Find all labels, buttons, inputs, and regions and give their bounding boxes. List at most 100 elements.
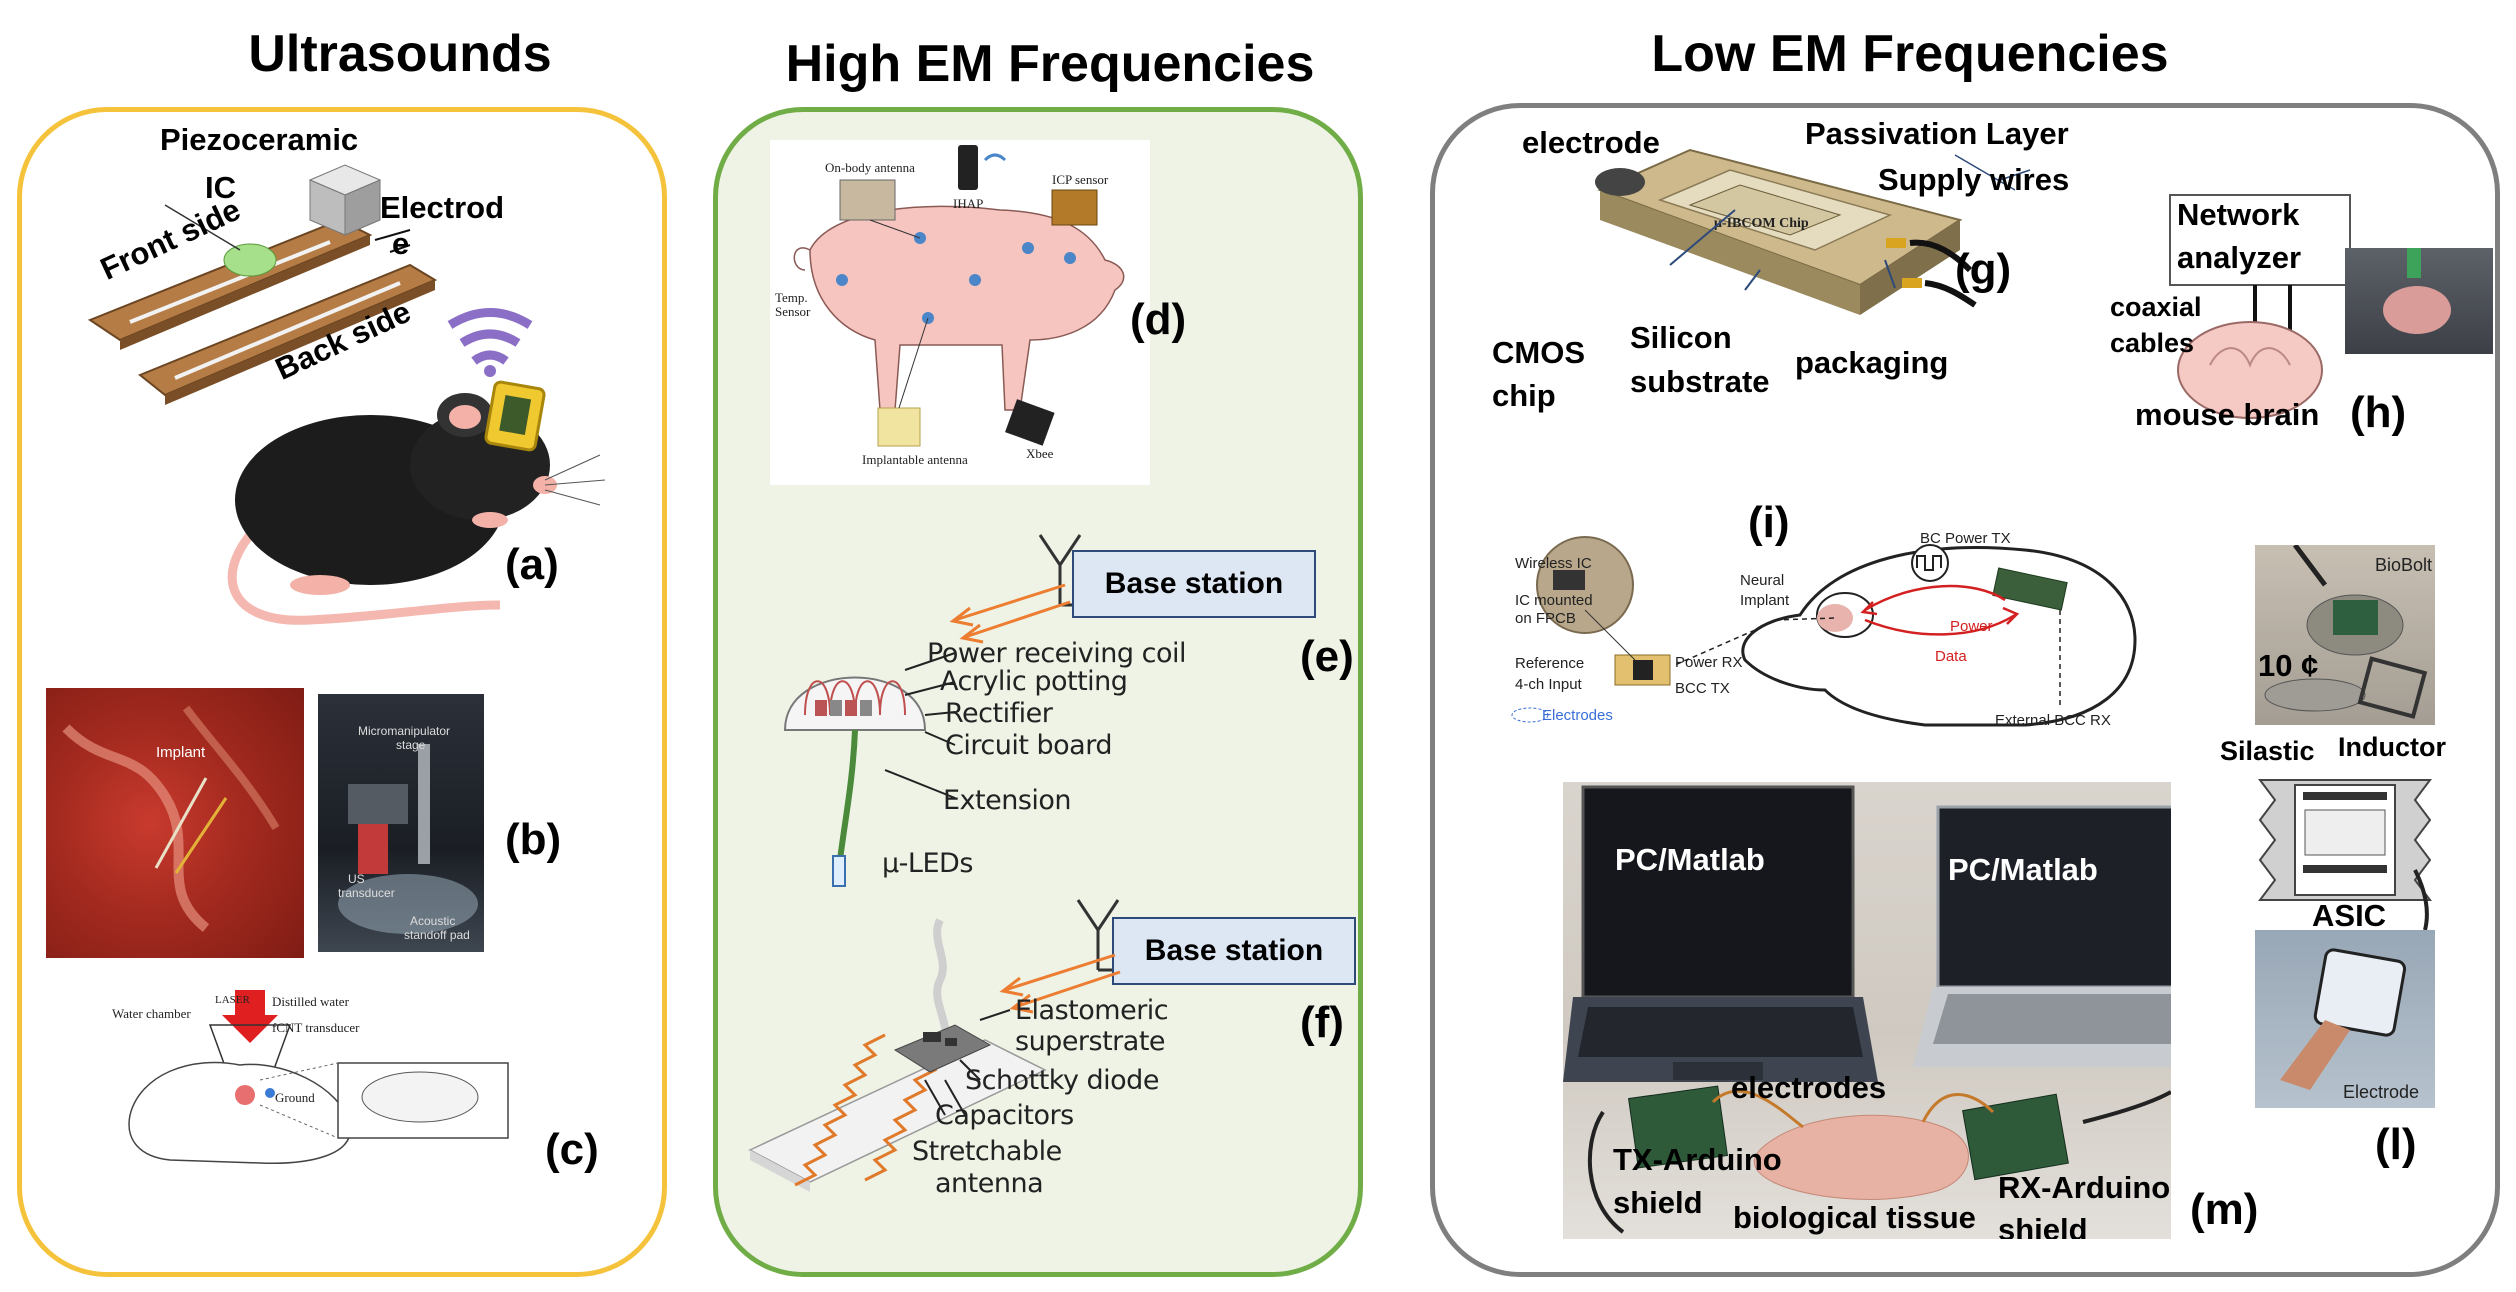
electrodes-legend-label: Electrodes bbox=[1542, 707, 1613, 724]
bcc-tx-label: BCC TX bbox=[1675, 680, 1730, 697]
wireless-ic-label: Wireless IC bbox=[1515, 555, 1592, 572]
panel-a-label: (a) bbox=[505, 540, 559, 589]
mouse-brain-label: mouse brain bbox=[2135, 397, 2320, 432]
rx-arduino-label-2: shield bbox=[1998, 1212, 2088, 1239]
elastomeric-label-1: Elastomeric bbox=[1015, 995, 1169, 1026]
callout-lines-f bbox=[924, 1009, 1011, 1116]
panel-l-label: (l) bbox=[2375, 1120, 2417, 1169]
temp-sensor-label-2: Sensor bbox=[775, 304, 811, 319]
cmos-label-2: chip bbox=[1492, 378, 1556, 413]
xbee-label: Xbee bbox=[1026, 446, 1054, 461]
elastomeric-label-2: superstrate bbox=[1015, 1026, 1166, 1057]
icp-sensor-label: ICP sensor bbox=[1052, 172, 1109, 187]
callout-lines-e bbox=[884, 652, 956, 799]
ultrasound-setup-photo: Micromanipulator stage US transducer Aco… bbox=[318, 694, 484, 952]
implant-photo-label: Implant bbox=[156, 744, 206, 761]
tx-arduino-label-2: shield bbox=[1613, 1185, 1703, 1220]
ic-mounted-label-2: on FPCB bbox=[1515, 610, 1576, 627]
power-rx-label: Power RX bbox=[1675, 654, 1743, 671]
on-body-antenna-label: On-body antenna bbox=[825, 160, 915, 175]
laser-mouse-illustration bbox=[128, 990, 509, 1164]
extension-label: Extension bbox=[943, 785, 1072, 816]
panel-g-label: (g) bbox=[1955, 245, 2012, 294]
biobolt-cross-section bbox=[2258, 779, 2432, 931]
distilled-water-label: Distilled water bbox=[272, 994, 349, 1009]
stretchable-label-1: Stretchable bbox=[912, 1136, 1062, 1167]
tx-arduino-label-1: TX-Arduino bbox=[1613, 1142, 1782, 1177]
silastic-label: Silastic bbox=[2220, 736, 2315, 766]
stretchable-label-2: antenna bbox=[935, 1168, 1044, 1199]
power-coil-label: Power receiving coil bbox=[927, 638, 1186, 669]
stretchable-antenna-illustration bbox=[748, 918, 1047, 1192]
ground-label: Ground bbox=[275, 1090, 315, 1105]
wireless-arrows-e bbox=[949, 583, 1071, 644]
schottky-label: Schottky diode bbox=[965, 1065, 1159, 1096]
panel-m-label: (m) bbox=[2190, 1185, 2259, 1234]
acoustic-label-1: Acoustic bbox=[410, 914, 456, 928]
arduino-setup-photo: PC/Matlab PC/Matlab electrodes TX-Arduin… bbox=[1563, 782, 2171, 1239]
panel-i-label: (i) bbox=[1748, 498, 1790, 547]
network-label-2: analyzer bbox=[2177, 240, 2302, 275]
laser-label: LASER bbox=[215, 994, 250, 1006]
ihap-label: IHAP bbox=[953, 196, 984, 211]
mouse-illustration bbox=[227, 308, 606, 625]
antenna-icon-f bbox=[1076, 899, 1120, 972]
water-chamber-label: Water chamber bbox=[112, 1006, 191, 1021]
inductor-label: Inductor bbox=[2338, 732, 2446, 762]
micromanipulator-label: Micromanipulator bbox=[358, 724, 451, 738]
network-label-1: Network bbox=[2177, 197, 2300, 232]
stage-label: stage bbox=[396, 738, 426, 752]
heading-high-em: High EM Frequencies bbox=[785, 35, 1315, 93]
wireless-arrows-f bbox=[999, 953, 1121, 1014]
panel-h-label: (h) bbox=[2350, 388, 2407, 437]
low-em-panel bbox=[1430, 103, 2500, 1277]
rectifier-label: Rectifier bbox=[945, 698, 1053, 729]
implantable-antenna-label: Implantable antenna bbox=[862, 452, 968, 467]
electrodes-label-m: electrodes bbox=[1731, 1070, 1887, 1105]
biobolt-label: BioBolt bbox=[2375, 555, 2433, 575]
base-station-box-e: Base station bbox=[1072, 550, 1316, 618]
rx-arduino-label-1: RX-Arduino bbox=[1998, 1170, 2171, 1205]
biobolt-photo: BioBolt bbox=[2255, 545, 2435, 725]
led-implant-illustration bbox=[783, 676, 927, 887]
heading-ultrasounds: Ultrasounds bbox=[248, 25, 552, 83]
electrode-label-line2: e bbox=[392, 226, 410, 261]
passivation-label: Passivation Layer bbox=[1805, 116, 2069, 151]
reference-label: Reference bbox=[1515, 655, 1585, 672]
heading-low-em: Low EM Frequencies bbox=[1651, 25, 2169, 83]
electrode-photo-label: Electrode bbox=[2343, 1082, 2420, 1102]
network-analyzer-illustration bbox=[2169, 194, 2351, 419]
panel-c-label: (c) bbox=[545, 1125, 599, 1174]
external-rx-label: External BCC RX bbox=[1995, 712, 2111, 729]
capacitors-label: Capacitors bbox=[935, 1100, 1074, 1131]
callout-lines-g bbox=[1669, 154, 2031, 291]
electrode-photo: Electrode bbox=[2255, 930, 2435, 1108]
panel-e-label: (e) bbox=[1300, 632, 1354, 681]
pc-right-label: PC/Matlab bbox=[1948, 852, 2098, 887]
ultrasounds-panel bbox=[17, 107, 667, 1277]
base-station-box-f: Base station bbox=[1112, 917, 1356, 985]
panel-d-label: (d) bbox=[1130, 295, 1187, 344]
circuit-board-label: Circuit board bbox=[945, 730, 1112, 761]
neural-implant-rat-illustration bbox=[1511, 536, 2137, 727]
coaxial-label-1: coaxial bbox=[2110, 292, 2202, 322]
coin-label: 10 ¢ bbox=[2258, 648, 2319, 683]
coaxial-label-2: cables bbox=[2110, 328, 2195, 358]
us-transducer-label-2: transducer bbox=[338, 886, 395, 900]
ic-label: IC bbox=[205, 170, 236, 205]
us-transducer-label-1: US bbox=[348, 872, 365, 886]
supply-wires-label: Supply wires bbox=[1878, 162, 2070, 197]
surgical-implant-photo: Implant bbox=[46, 688, 304, 958]
cmos-chip-illustration bbox=[1595, 148, 1977, 315]
pc-left-label: PC/Matlab bbox=[1615, 842, 1765, 877]
silicon-label-1: Silicon bbox=[1630, 320, 1732, 355]
input-label: 4-ch Input bbox=[1515, 676, 1582, 693]
pig-sensor-figure: On-body antenna IHAP ICP sensor Temp. Se… bbox=[770, 140, 1150, 485]
acrylic-label: Acrylic potting bbox=[940, 666, 1128, 697]
fcnt-label: fCNT transducer bbox=[272, 1020, 360, 1035]
temp-sensor-label-1: Temp. bbox=[775, 290, 808, 305]
neural-implant-label-2: Implant bbox=[1740, 592, 1790, 609]
electrode-label-g: electrode bbox=[1522, 125, 1660, 160]
cmos-label-1: CMOS bbox=[1492, 335, 1585, 370]
tissue-label: biological tissue bbox=[1733, 1200, 1976, 1235]
